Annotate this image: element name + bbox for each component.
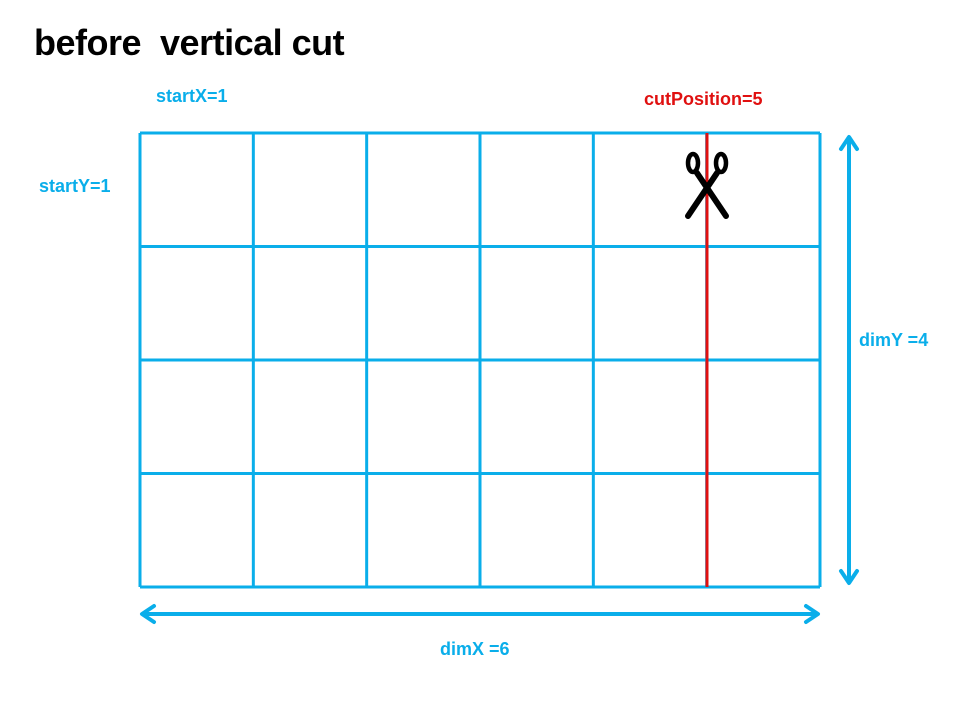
cut-position-label: cutPosition=5 xyxy=(644,89,763,109)
start-y-label: startY=1 xyxy=(39,176,111,196)
dim-y-arrow xyxy=(839,135,859,585)
dim-y-label: dimY =4 xyxy=(859,330,929,350)
dim-x-arrow xyxy=(140,604,820,624)
scissors-icon xyxy=(685,151,729,219)
diagram-title: before vertical cut xyxy=(34,22,345,63)
start-x-label: startX=1 xyxy=(156,86,228,106)
dim-x-label: dimX =6 xyxy=(440,639,510,659)
